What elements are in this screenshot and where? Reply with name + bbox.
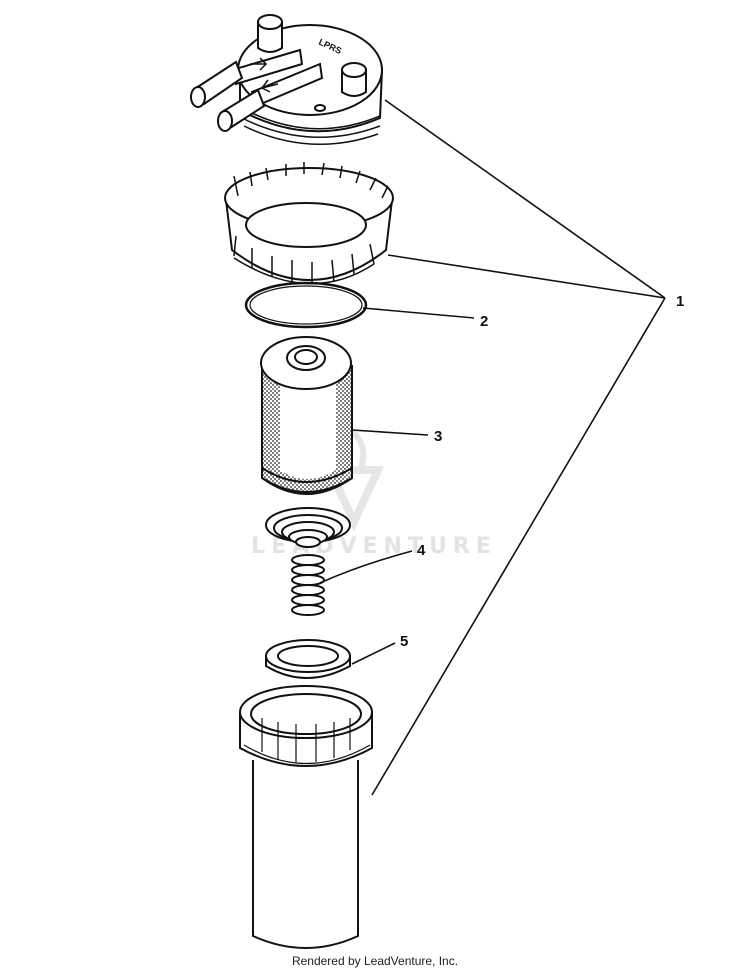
filter-bowl bbox=[239, 685, 373, 949]
o-ring bbox=[244, 281, 368, 329]
retaining-ring bbox=[224, 162, 394, 285]
callout-5: 5 bbox=[400, 633, 408, 650]
footer-credit: Rendered by LeadVenture, Inc. bbox=[291, 954, 459, 968]
callout-4: 4 bbox=[417, 542, 426, 559]
callouts: 1 2 3 4 5 bbox=[400, 293, 684, 650]
leader-lines bbox=[319, 99, 666, 796]
callout-3: 3 bbox=[434, 428, 442, 445]
callout-2: 2 bbox=[480, 313, 488, 330]
spring bbox=[265, 507, 351, 616]
filter-head-cap: LPRS bbox=[190, 14, 383, 146]
callout-1: 1 bbox=[676, 293, 684, 310]
filter-element bbox=[260, 336, 353, 495]
washer bbox=[265, 639, 351, 679]
